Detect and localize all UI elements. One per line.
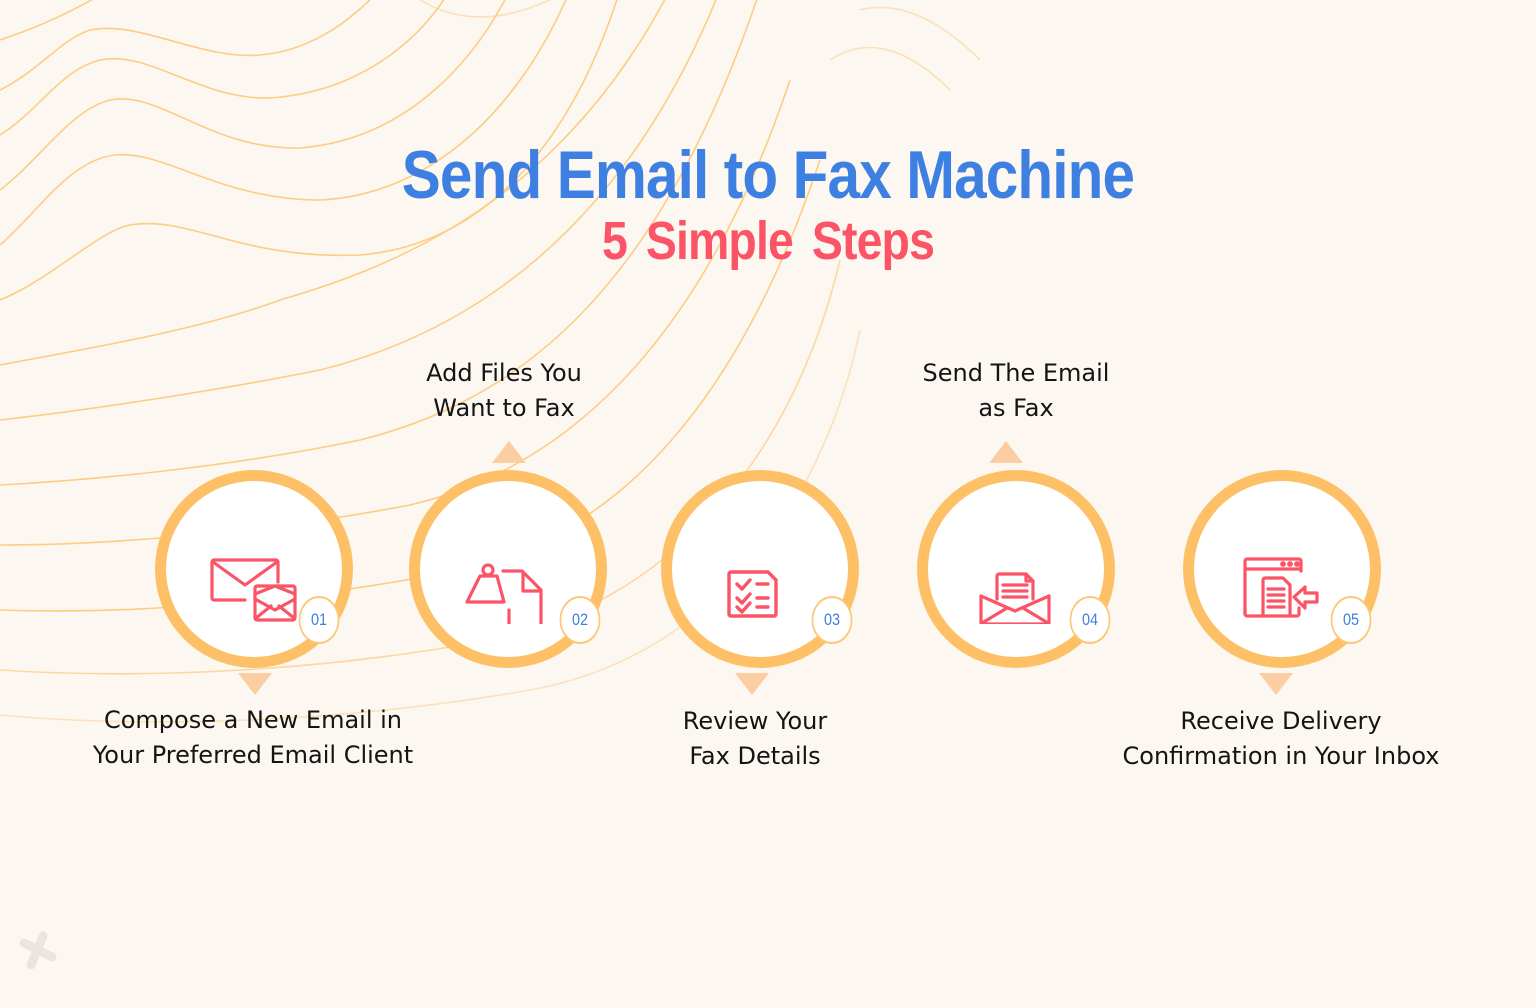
step-2-label: Add Files You Want to Fax: [426, 359, 582, 422]
open-envelope-document-icon: [979, 572, 1051, 624]
arrow-up-icon: [989, 441, 1023, 463]
step-1-label: Compose a New Email in Your Preferred Em…: [92, 706, 414, 769]
arrow-down-icon: [735, 673, 769, 695]
step-3-label: Review Your Fax Details: [682, 707, 828, 770]
step-ring: [155, 470, 353, 668]
x-logo-icon: [19, 931, 57, 970]
page-title: Send Email to Fax Machine: [401, 137, 1135, 213]
step-5: 05: [1183, 470, 1383, 670]
step-3: 03: [661, 470, 861, 670]
step-number-badge: 02: [559, 596, 601, 644]
arrow-down-icon: [1259, 673, 1293, 695]
arrow-up-icon: [492, 441, 526, 463]
step-number-badge: 05: [1330, 596, 1372, 644]
step-number-badge: 01: [298, 596, 340, 644]
step-4: 04: [917, 470, 1117, 670]
browser-inbox-arrow-icon: [1243, 557, 1319, 618]
step-1: 01: [155, 470, 355, 670]
file-attachment-weight-icon: [465, 563, 543, 624]
two-envelopes-icon: [210, 558, 297, 622]
step-5-label: Receive Delivery Confirmation in Your In…: [1122, 707, 1440, 770]
step-number-badge: 04: [1069, 596, 1111, 644]
step-4-label: Send The Email as Fax: [922, 359, 1110, 422]
page-subtitle: 5 Simple Steps: [601, 211, 935, 271]
step-number-badge: 03: [811, 596, 853, 644]
checklist-document-icon: [727, 570, 778, 618]
arrow-down-icon: [238, 673, 272, 695]
step-2: 02: [409, 470, 609, 670]
